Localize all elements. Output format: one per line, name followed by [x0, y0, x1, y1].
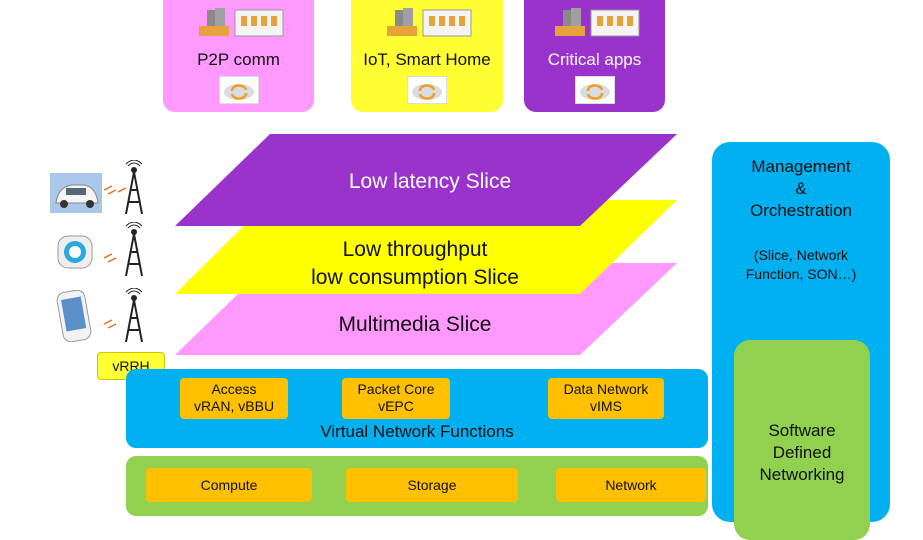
cloud-icon: [574, 76, 615, 104]
app-box-critical: Critical apps: [524, 0, 665, 112]
cell-tower-icon: [103, 160, 143, 215]
app-box-iot: IoT, Smart Home: [351, 0, 503, 112]
mgmt-title-line: &: [795, 179, 807, 198]
servers-icon: [554, 8, 639, 37]
infra-network-box: Network: [556, 468, 706, 502]
servers-icon: [387, 8, 472, 37]
vnf-bar: Access vRAN, vBBU Packet Core vEPC Data …: [126, 369, 708, 448]
mgmt-title-line: Orchestration: [749, 201, 853, 220]
app-label: Critical apps: [547, 50, 642, 69]
slice-low-throughput-label: Low throughput low consumption Slice: [235, 236, 595, 292]
slice-low-latency-label: Low latency Slice: [250, 168, 610, 196]
infra-storage-box: Storage: [346, 468, 518, 502]
cloud-icon: [407, 76, 447, 104]
sdn-line: Networking: [759, 465, 845, 484]
mgmt-sub-line: (Slice, Network: [753, 247, 849, 263]
car-icon: [50, 173, 102, 213]
box-line: Data Network: [563, 381, 649, 397]
smartphone-icon: [56, 290, 92, 342]
box-line: vIMS: [590, 398, 622, 414]
box-line: Compute: [200, 477, 258, 493]
slice-stack: [175, 134, 677, 355]
infra-bar: Compute Storage Network: [126, 456, 708, 516]
app-label: IoT, Smart Home: [363, 50, 491, 69]
vnf-access-box: Access vRAN, vBBU: [180, 378, 288, 419]
management-orchestration-panel: Management & Orchestration (Slice, Netwo…: [712, 142, 890, 540]
slice-line: low consumption Slice: [311, 266, 519, 289]
box-line: Access: [211, 381, 257, 397]
sdn-line: Software: [768, 421, 836, 440]
sdn-line: Defined: [772, 443, 832, 462]
cell-tower-icon: [103, 288, 143, 343]
box-line: vEPC: [378, 398, 414, 414]
app-box-p2p: P2P comm: [163, 0, 314, 112]
slice-line: Multimedia Slice: [338, 313, 492, 336]
box-line: vRAN, vBBU: [193, 398, 275, 414]
slice-line: Low throughput: [342, 238, 488, 261]
servers-icon: [198, 8, 283, 37]
vnf-data-network-box: Data Network vIMS: [548, 378, 664, 419]
box-line: Network: [605, 477, 657, 493]
sdn-text: Software Defined Networking: [734, 420, 870, 486]
cloud-icon: [218, 76, 259, 104]
box-line: Packet Core: [357, 381, 435, 397]
slice-line: Low latency Slice: [348, 170, 512, 193]
smart-plug-icon: [57, 235, 93, 269]
vnf-packet-core-box: Packet Core vEPC: [342, 378, 450, 419]
cell-tower-icon: [103, 222, 143, 277]
mgmt-title-line: Management: [751, 157, 851, 176]
app-label: P2P comm: [197, 50, 280, 69]
vnf-title: Virtual Network Functions: [320, 422, 514, 441]
mgmt-title: Management & Orchestration: [712, 156, 890, 222]
sdn-panel: Software Defined Networking: [734, 340, 870, 540]
infra-compute-box: Compute: [146, 468, 312, 502]
slice-low-latency-shape: [175, 134, 677, 226]
mgmt-sub-line: Function, SON…): [745, 266, 857, 282]
mgmt-subtitle: (Slice, Network Function, SON…): [712, 246, 890, 284]
slice-multimedia-label: Multimedia Slice: [235, 311, 595, 339]
box-line: Storage: [407, 477, 457, 493]
